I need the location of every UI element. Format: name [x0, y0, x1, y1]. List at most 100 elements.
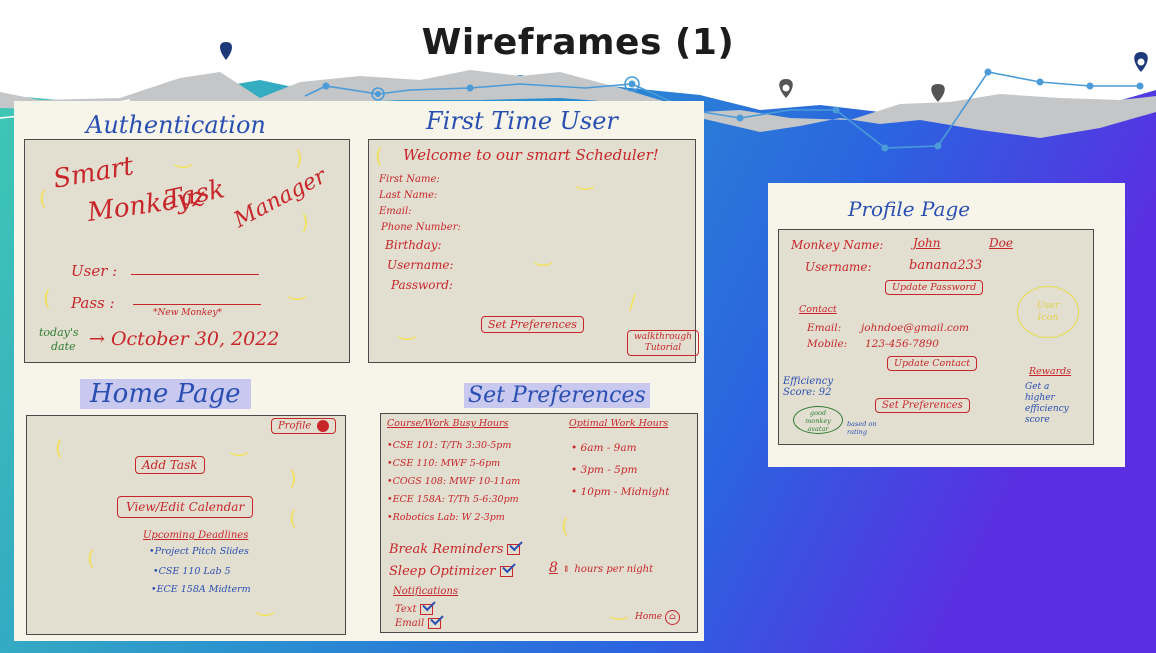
last-name-field[interactable]: Last Name:	[379, 190, 438, 201]
map-pin-icon	[779, 79, 793, 98]
welcome-text: Welcome to our smart Scheduler!	[403, 146, 659, 164]
user-icon-placeholder: User Icon	[1017, 286, 1079, 338]
last-name-value: Doe	[989, 236, 1013, 250]
optimal-hour-item: • 10pm - Midnight	[571, 486, 670, 498]
username-label: Username:	[805, 260, 872, 274]
avatar-text: avatar	[807, 425, 829, 433]
update-password-button[interactable]: Update Password	[885, 280, 984, 295]
rating-note-text: based on	[847, 420, 877, 428]
user-icon-text: Icon	[1037, 312, 1059, 323]
user-label: User :	[71, 262, 118, 280]
home-page-panel: Profile Add Task View/Edit Calendar Upco…	[26, 415, 346, 635]
efficiency-score: Efficiency Score: 92	[783, 376, 833, 398]
rewards-line: score	[1025, 415, 1050, 425]
home-label: Home	[635, 612, 663, 622]
pass-label: Pass :	[71, 294, 115, 312]
first-name-field[interactable]: First Name:	[379, 174, 440, 185]
busy-hour-item: •Robotics Lab: W 2-3pm	[387, 512, 505, 523]
based-on-rating-note: based on rating	[847, 420, 877, 436]
profile-button[interactable]: Profile	[271, 418, 336, 434]
new-monkey-link[interactable]: *New Monkey*	[153, 308, 223, 318]
app-name-word: Smart	[51, 151, 136, 195]
slide-title: Wireframes (1)	[421, 22, 735, 63]
mobile-label: Mobile:	[807, 338, 848, 350]
set-preferences-button[interactable]: Set Preferences	[875, 398, 970, 413]
profile-panel: Monkey Name: John Doe Username: banana23…	[778, 229, 1094, 445]
add-task-button[interactable]: Add Task	[135, 456, 205, 474]
first-name-value: John	[913, 236, 941, 250]
user-field[interactable]	[131, 274, 259, 275]
rewards-text: Get a higher efficiency score	[1025, 382, 1069, 426]
calendar-button[interactable]: View/Edit Calendar	[117, 496, 254, 518]
username-field[interactable]: Username:	[387, 258, 454, 272]
home-icon: ⌂	[665, 610, 681, 625]
checkbox-icon	[420, 604, 434, 615]
password-field[interactable]: Password:	[391, 278, 453, 292]
walkthrough-button[interactable]: walkthrough Tutorial	[627, 330, 699, 356]
update-contact-button[interactable]: Update Contact	[887, 356, 978, 371]
text-notification-toggle[interactable]: Text	[395, 604, 434, 615]
monkey-avatar: good monkey avatar	[793, 406, 843, 434]
authentication-heading: Authentication	[86, 111, 266, 139]
break-reminders-label: Break Reminders	[389, 542, 504, 557]
notifications-heading: Notifications	[393, 586, 459, 597]
sleep-hours-value: 8	[549, 560, 558, 576]
sleep-hours-suffix: hours per night	[574, 564, 654, 575]
date-value: → October 30, 2022	[89, 328, 280, 350]
monkey-name-label: Monkey Name:	[791, 238, 884, 252]
email-notification-toggle[interactable]: Email	[395, 618, 442, 629]
home-button[interactable]: Home ⌂	[635, 610, 681, 625]
set-preferences-heading: Set Preferences	[464, 383, 650, 408]
tutorial-label: Tutorial	[644, 343, 682, 353]
walkthrough-label: walkthrough	[634, 332, 692, 342]
checkbox-icon	[499, 566, 513, 577]
checkbox-icon	[507, 544, 521, 555]
wireframe-sheet: Authentication Smart Monkeyz Task Manage…	[14, 101, 704, 641]
todays-date-label: today's	[39, 326, 79, 339]
sleep-hours-stepper[interactable]: 8 ⇕ hours per night	[549, 560, 653, 576]
rewards-line: higher	[1025, 393, 1055, 403]
set-preferences-button[interactable]: Set Preferences	[481, 316, 584, 333]
deadline-item: •Project Pitch Slides	[149, 546, 249, 557]
sleep-optimizer-toggle[interactable]: Sleep Optimizer	[389, 564, 513, 579]
profile-label: Profile	[278, 420, 312, 432]
busy-hour-item: •CSE 110: MWF 5-6pm	[387, 458, 501, 469]
profile-sheet: Profile Page Monkey Name: John Doe Usern…	[768, 183, 1125, 467]
sleep-optimizer-label: Sleep Optimizer	[389, 564, 496, 579]
user-avatar-icon	[316, 420, 329, 432]
email-field[interactable]: Email:	[379, 206, 412, 217]
map-pin-icon	[220, 42, 232, 60]
birthday-field[interactable]: Birthday:	[385, 238, 442, 252]
todays-date-label: date	[51, 340, 76, 353]
set-preferences-panel: Course/Work Busy Hours •CSE 101: T/Th 3:…	[380, 413, 698, 633]
profile-page-heading: Profile Page	[848, 197, 971, 221]
optimal-hour-item: • 3pm - 5pm	[571, 464, 638, 476]
contact-heading: Contact	[799, 304, 837, 315]
deadlines-heading: Upcoming Deadlines	[143, 530, 249, 541]
email-label: Email:	[807, 322, 842, 334]
map-pin-icon	[931, 84, 945, 102]
avatar-text: good	[809, 409, 827, 417]
home-page-heading: Home Page	[80, 379, 251, 409]
first-time-user-heading: First Time User	[426, 107, 618, 135]
email-value: johndoe@gmail.com	[861, 322, 970, 334]
pass-field[interactable]	[133, 304, 261, 305]
stepper-arrows-icon: ⇕	[562, 565, 570, 575]
checkbox-icon	[428, 618, 442, 629]
optimal-hour-item: • 6am - 9am	[571, 442, 637, 454]
busy-hours-heading: Course/Work Busy Hours	[387, 418, 509, 429]
username-value: banana233	[909, 258, 983, 273]
map-pin-icon	[1134, 52, 1148, 72]
rewards-heading: Rewards	[1029, 366, 1072, 377]
user-icon-text: User	[1036, 300, 1060, 311]
app-name-word: Manager	[230, 163, 331, 234]
app-name-word: Task	[162, 174, 228, 216]
avatar-text: monkey	[805, 417, 831, 425]
break-reminders-toggle[interactable]: Break Reminders	[389, 542, 521, 557]
rating-note-text: rating	[847, 428, 868, 436]
busy-hour-item: •COGS 108: MWF 10-11am	[387, 476, 521, 487]
email-notification-label: Email	[395, 618, 425, 629]
rewards-line: efficiency	[1025, 404, 1069, 414]
text-notification-label: Text	[395, 604, 417, 615]
phone-field[interactable]: Phone Number:	[381, 222, 461, 233]
